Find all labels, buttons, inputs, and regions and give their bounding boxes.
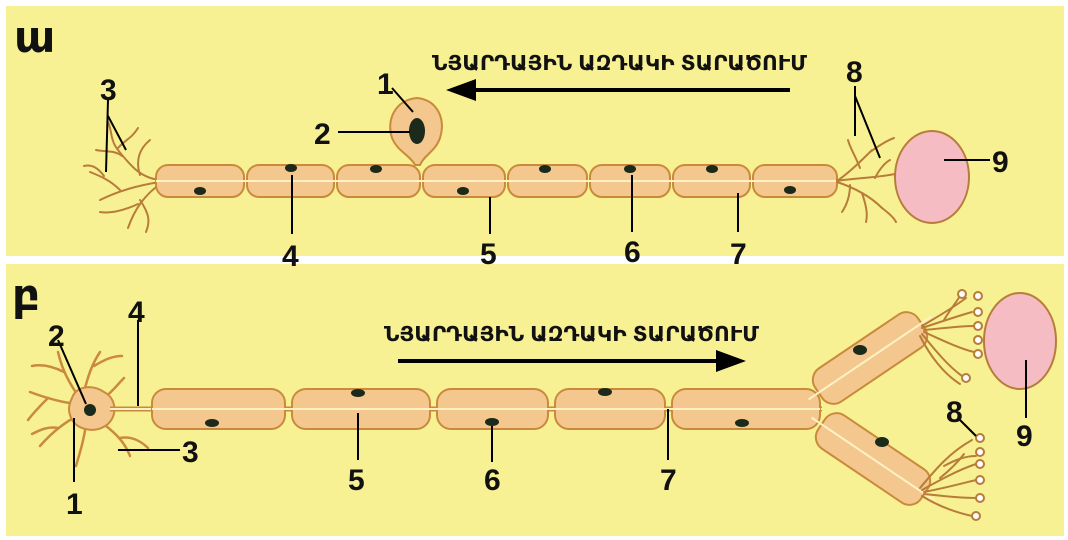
- panel-b-terminal-knobs-upper: [957, 289, 983, 383]
- panel-a-axon-terminals: [836, 137, 897, 223]
- panel-a: ա ՆՅԱՐԴԱՅԻՆ ԱԶԴԱԿԻ ՏԱՐԱԾՈՒՄ: [14, 13, 1009, 273]
- panel-a-label-1: 1: [377, 68, 394, 101]
- panel-a-direction-arrow: [446, 79, 790, 101]
- panel-a-label-6: 6: [624, 236, 641, 269]
- panel-a-nuclei: [194, 164, 796, 195]
- panel-b-leader-lines: [57, 320, 1027, 482]
- panel-b-terminals-lower: [919, 439, 977, 517]
- panel-a-direction-text: ՆՅԱՐԴԱՅԻՆ ԱԶԴԱԿԻ ՏԱՐԱԾՈՒՄ: [432, 53, 807, 75]
- panel-b-label-5: 5: [348, 464, 365, 497]
- panel-a-label-9: 9: [992, 146, 1009, 179]
- panel-b-label-9: 9: [1016, 420, 1033, 453]
- panel-b-terminals-upper: [919, 295, 975, 385]
- panel-a-label-7: 7: [730, 238, 747, 271]
- panel-b-label-8: 8: [946, 396, 963, 429]
- panel-b-letter: բ: [12, 271, 40, 320]
- panel-b-label-3: 3: [182, 436, 199, 469]
- panel-a-label-4: 4: [282, 240, 299, 273]
- panel-a-label-5: 5: [480, 238, 497, 271]
- panel-a-nucleus: [409, 118, 425, 144]
- panel-b-label-4: 4: [128, 296, 145, 329]
- panel-b-nucleus: [84, 404, 96, 416]
- panel-a-label-8: 8: [846, 56, 863, 89]
- panel-a-letter: ա: [14, 13, 55, 62]
- panel-a-label-2: 2: [314, 118, 331, 151]
- panel-b-terminal-knobs-lower: [971, 433, 985, 521]
- panel-a-label-3: 3: [100, 74, 117, 107]
- panel-b-label-1: 1: [66, 488, 83, 521]
- panel-a-target-cell: [894, 130, 970, 224]
- panel-b-direction-text: ՆՅԱՐԴԱՅԻՆ ԱԶԴԱԿԻ ՏԱՐԱԾՈՒՄ: [384, 324, 759, 346]
- panel-b-target-cell: [983, 292, 1057, 390]
- panel-b-direction-arrow: [398, 350, 746, 372]
- panel-b: բ ՆՅԱՐԴԱՅԻՆ ԱԶԴԱԿԻ ՏԱՐԱԾՈՒՄ: [12, 271, 1057, 521]
- panel-b-label-7: 7: [660, 464, 677, 497]
- panel-a-background: [6, 6, 1064, 256]
- panel-b-nuclei: [205, 345, 889, 447]
- panel-b-label-6: 6: [484, 464, 501, 497]
- panel-a-leader-lines: [105, 86, 990, 234]
- panel-b-label-2: 2: [48, 320, 65, 353]
- panel-a-dendrites: [83, 121, 161, 233]
